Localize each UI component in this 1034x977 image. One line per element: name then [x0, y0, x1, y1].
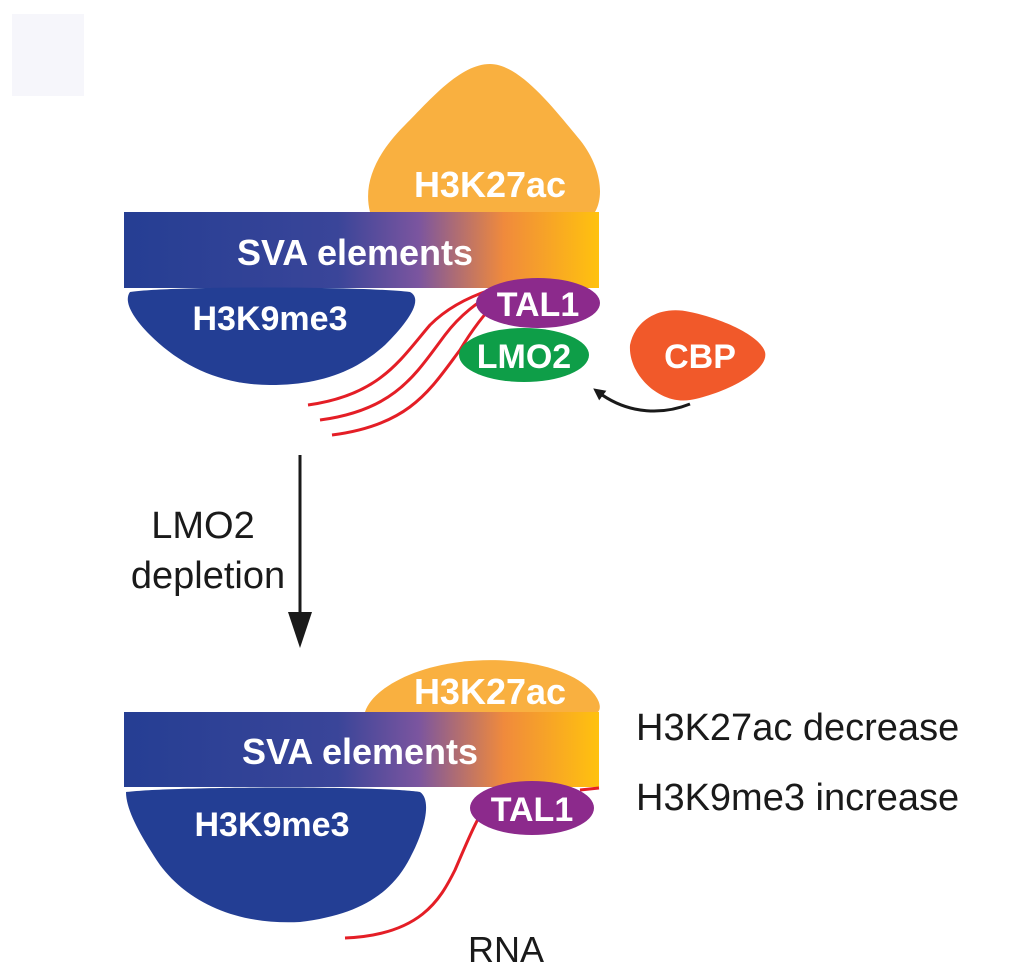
rna-label: RNA [468, 929, 544, 970]
top-h3k9me3-shape [127, 287, 416, 385]
bottom-h3k9me3-shape [126, 787, 427, 923]
top-panel: H3K27ac SVA elements H3K9me3 TAL1 LMO2 C… [124, 64, 766, 437]
bottom-rna-tail [579, 786, 600, 792]
transition-label-line1: LMO2 [151, 505, 254, 547]
transition: LMO2 depletion [131, 455, 312, 648]
bottom-sva-bar [124, 712, 599, 787]
cbp-recruitment-arrow [593, 388, 691, 413]
h3k9me3-change-annotation: H3K9me3 increase [636, 777, 959, 819]
bottom-panel: H3K27ac SVA elements H3K9me3 TAL1 RNA [124, 660, 600, 970]
corner-mark [12, 14, 84, 96]
top-tal1-label: TAL1 [497, 286, 579, 324]
top-cbp-shape [629, 310, 766, 401]
bottom-tal1-label: TAL1 [491, 791, 573, 829]
top-sva-bar [124, 212, 599, 288]
bottom-tal1-ellipse [470, 781, 594, 835]
depletion-arrow-head [288, 612, 312, 648]
top-sva-label: SVA elements [237, 232, 473, 273]
bottom-h3k27ac-shape [365, 660, 600, 712]
bottom-sva-label: SVA elements [242, 731, 478, 772]
top-h3k27ac-label: H3K27ac [414, 164, 566, 205]
top-tal1-ellipse [476, 278, 600, 328]
top-lmo2-ellipse [459, 328, 589, 382]
annotations: H3K27ac decrease H3K9me3 increase [636, 707, 959, 819]
transition-label-line2: depletion [131, 555, 285, 597]
top-h3k27ac-shape [368, 64, 600, 212]
h3k27ac-change-annotation: H3K27ac decrease [636, 707, 959, 749]
top-cbp-label: CBP [664, 338, 736, 376]
top-rna-strand-1 [307, 288, 491, 407]
bottom-h3k27ac-label: H3K27ac [414, 671, 566, 712]
top-h3k9me3-label: H3K9me3 [193, 300, 348, 338]
top-lmo2-label: LMO2 [477, 338, 571, 376]
top-rna-strand-2 [319, 293, 493, 422]
bottom-h3k9me3-label: H3K9me3 [195, 806, 350, 844]
